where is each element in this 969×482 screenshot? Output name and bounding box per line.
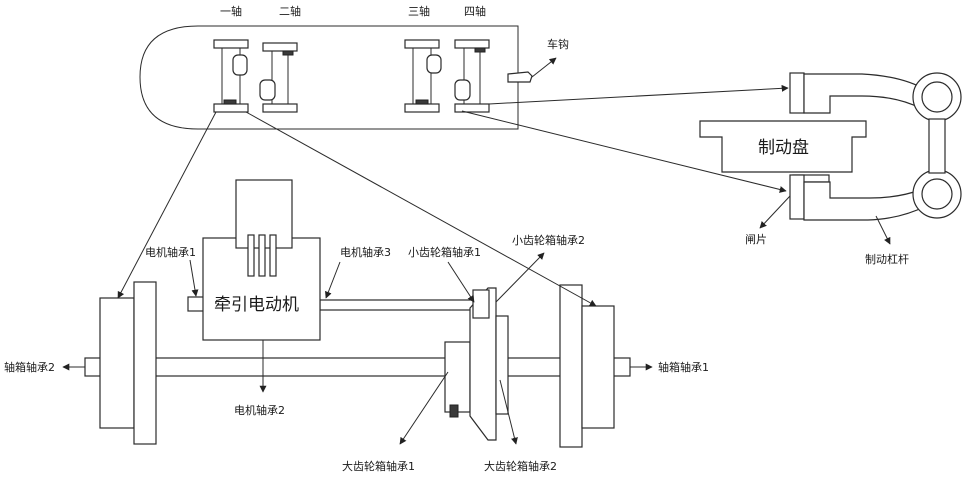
traction-motor-label: 牵引电动机	[214, 295, 299, 315]
wheelset-axle-2	[260, 43, 297, 112]
small-gear-bearing-2-label: 小齿轮箱轴承2	[512, 233, 585, 247]
brake-assembly	[700, 73, 961, 220]
wheelset-axle-1	[214, 40, 248, 112]
axlebox-bearing-2-label: 轴箱轴承2	[4, 360, 55, 374]
axlebox-bearing-1-label: 轴箱轴承1	[658, 360, 709, 374]
coupler-label: 车钩	[547, 37, 569, 51]
axle-label-1: 一轴	[220, 4, 242, 18]
gearbox	[445, 288, 508, 440]
axle-label-3: 三轴	[408, 4, 430, 18]
coupler-icon	[508, 72, 532, 82]
right-wheel	[560, 285, 614, 447]
brake-disc-label: 制动盘	[758, 138, 809, 158]
motor-bearing-2-label: 电机轴承2	[234, 403, 285, 417]
wheelset-axle-3	[405, 40, 441, 112]
traction-motor	[203, 180, 320, 340]
wheelset-axle-4	[455, 40, 489, 112]
brake-pad-label: 闸片	[745, 233, 767, 246]
large-gear-bearing-2-label: 大齿轮箱轴承2	[484, 459, 557, 473]
axle-label-2: 二轴	[279, 4, 301, 18]
small-gear-bearing-1-label: 小齿轮箱轴承1	[408, 245, 481, 259]
main-axle	[85, 358, 630, 376]
brake-lever-label: 制动杠杆	[865, 252, 909, 266]
axle-label-4: 四轴	[464, 4, 486, 18]
left-wheel	[100, 282, 156, 444]
large-gear-bearing-1-label: 大齿轮箱轴承1	[342, 459, 415, 473]
motor-bearing-3-label: 电机轴承3	[340, 245, 391, 259]
motor-bearing-1-label: 电机轴承1	[145, 245, 196, 259]
